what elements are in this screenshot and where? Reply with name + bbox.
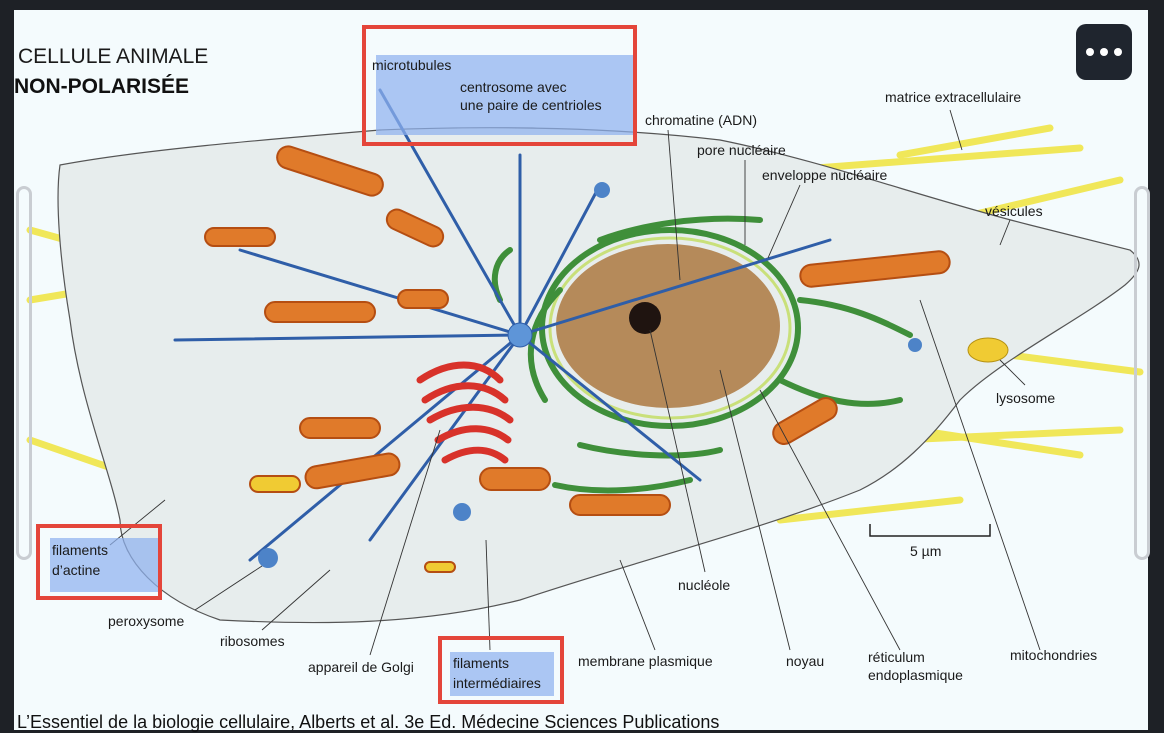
- scale-bar: [869, 524, 991, 537]
- highlight-microtubules: [376, 55, 634, 135]
- centrosome: [507, 322, 533, 348]
- peroxisome: [258, 548, 278, 568]
- more-horizontal-icon-dot2: [1100, 48, 1108, 56]
- label-mitochondries: mitochondries: [1010, 647, 1097, 663]
- highlight-box-intermediate: [438, 636, 564, 704]
- peroxisome-quaternary: [908, 338, 922, 352]
- more-options-button[interactable]: [1076, 24, 1132, 80]
- label-pore: pore nucléaire: [697, 142, 786, 158]
- label-scale: 5 µm: [910, 543, 941, 559]
- highlight-box-microtubules: [362, 25, 637, 146]
- label-matrice: matrice extracellulaire: [885, 89, 1021, 105]
- label-centrosome-line1: centrosome avec: [460, 79, 567, 95]
- label-chromatine: chromatine (ADN): [645, 112, 757, 128]
- right-scroll-handle[interactable]: [1134, 186, 1150, 560]
- label-ribosomes: ribosomes: [220, 633, 285, 649]
- label-actine-line2: d’actine: [52, 562, 100, 578]
- mitochondria: [204, 145, 951, 573]
- label-actine-line1: filaments: [52, 542, 108, 558]
- label-reticulum-line1: réticulum: [868, 649, 925, 665]
- nucleus: [539, 227, 801, 429]
- label-centrosome-line2: une paire de centrioles: [460, 97, 602, 113]
- label-enveloppe: enveloppe nucléaire: [762, 167, 888, 183]
- more-horizontal-icon: [1086, 48, 1094, 56]
- left-scroll-handle[interactable]: [16, 186, 32, 560]
- label-microtubules: microtubules: [372, 57, 451, 73]
- label-nucleole: nucléole: [678, 577, 730, 593]
- diagram-title-line1: CELLULE ANIMALE: [18, 45, 208, 68]
- label-peroxysome: peroxysome: [108, 613, 184, 629]
- more-horizontal-icon-dot3: [1114, 48, 1122, 56]
- peroxisome-secondary: [453, 503, 471, 521]
- label-intermediaires-line1: filaments: [453, 655, 509, 671]
- highlight-actin: [50, 538, 162, 592]
- image-caption: L’Essentiel de la biologie cellulaire, A…: [17, 712, 720, 732]
- diagram-title-line2: NON-POLARISÉE: [14, 75, 189, 98]
- label-lysosome: lysosome: [996, 390, 1055, 406]
- highlight-intermediate: [450, 652, 554, 696]
- label-noyau: noyau: [786, 653, 824, 669]
- endoplasmic-reticulum: [491, 215, 913, 494]
- lysosome: [967, 337, 1009, 363]
- highlight-box-actin: [36, 524, 162, 600]
- label-vesicules: vésicules: [985, 203, 1043, 219]
- label-reticulum-line2: endoplasmique: [868, 667, 963, 683]
- peroxisome-tertiary: [594, 182, 610, 198]
- label-intermediaires-line2: intermédiaires: [453, 675, 541, 691]
- label-membrane: membrane plasmique: [578, 653, 713, 669]
- golgi-apparatus: [416, 361, 514, 464]
- label-golgi: appareil de Golgi: [308, 659, 414, 675]
- nucleolus: [629, 302, 661, 334]
- leader-lines: [109, 109, 1041, 656]
